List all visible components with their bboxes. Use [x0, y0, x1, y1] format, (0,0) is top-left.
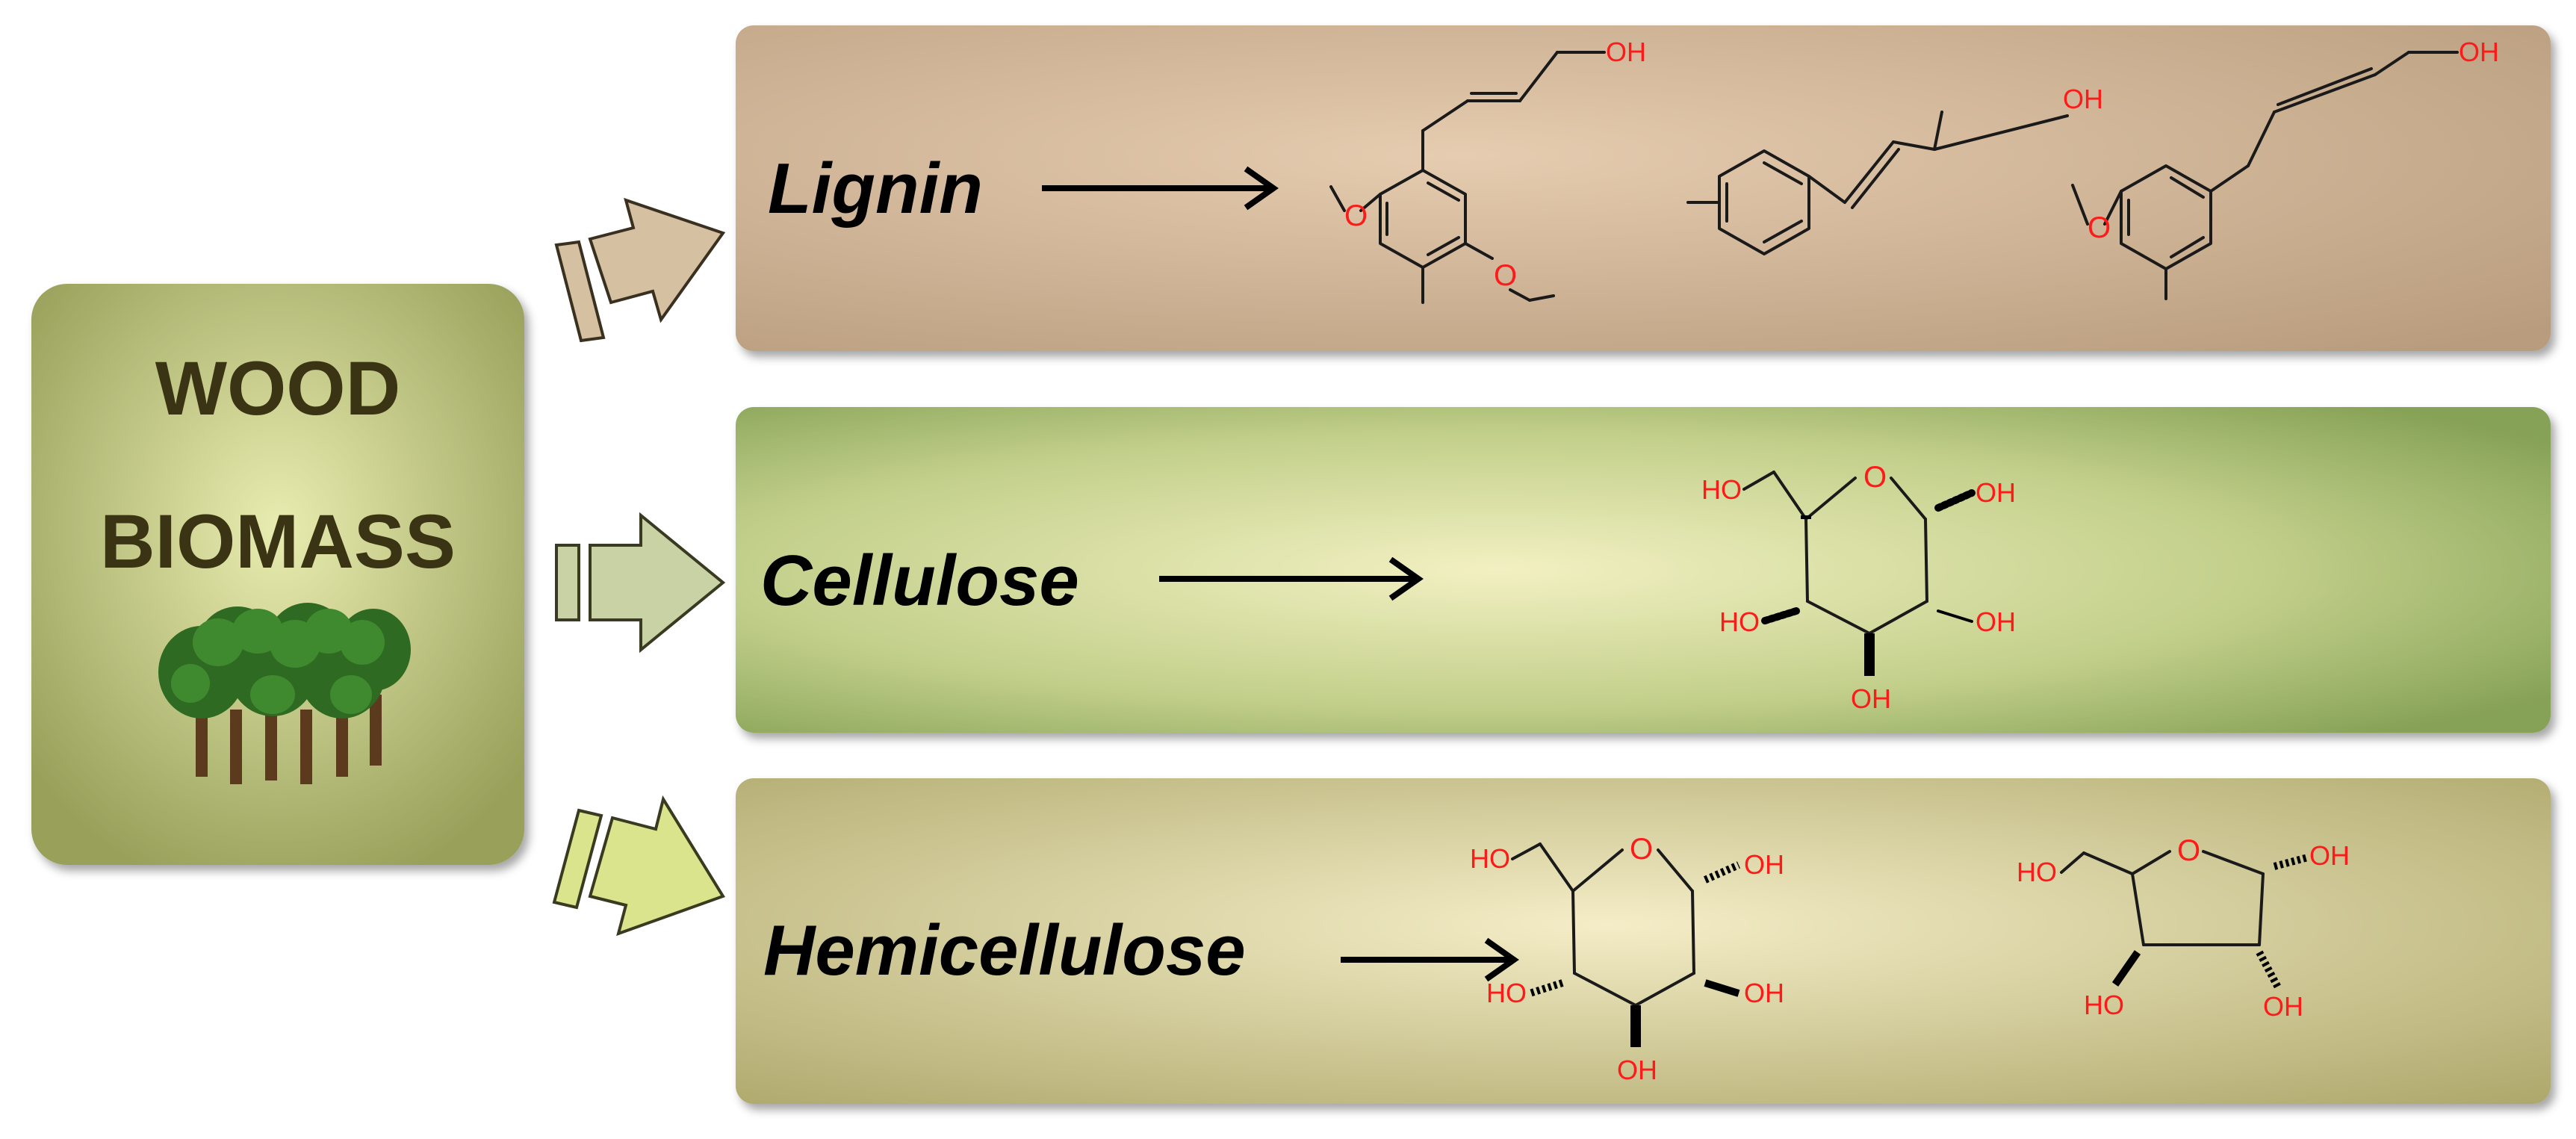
arrow-to-lignin [554, 197, 726, 343]
atom-label: HO [2017, 857, 2057, 887]
atom-label: O [2177, 834, 2200, 867]
atom-label: O [2088, 211, 2111, 244]
atom-label: HO [1486, 978, 1527, 1008]
arrow-to-hemicellulose [552, 795, 725, 937]
cellulose-label: Cellulose [760, 541, 1079, 621]
cellulose-arrow [1159, 556, 1424, 601]
atom-label: OH [1744, 849, 1784, 880]
hemicellulose-label: Hemicellulose [763, 910, 1246, 990]
atom-label: O [1630, 833, 1653, 866]
hemicellulose-arrow [1341, 937, 1519, 982]
atom-label: HO [1701, 474, 1742, 505]
wood-label: WOOD [155, 346, 401, 431]
lignin-panel [736, 25, 2551, 351]
atom-label: O [1344, 199, 1368, 232]
arrow-to-cellulose [555, 512, 726, 654]
hemicellulose-furanose-structure: O OH HO HO OH [2017, 834, 2350, 1022]
lignin-label: Lignin [768, 149, 983, 229]
atom-label: OH [2263, 991, 2303, 1022]
atom-label: OH [1744, 978, 1784, 1008]
atom-label: OH [2063, 84, 2103, 114]
atom-label: OH [1606, 37, 1646, 67]
cellulose-glucose-structure: O OH OH HO HO OH [1701, 461, 2016, 714]
wood-biomass-box: WOOD BIOMASS [31, 284, 524, 865]
atom-label: OH [2459, 37, 2499, 67]
atom-label: OH [2309, 840, 2350, 871]
atom-label: OH [1976, 606, 2016, 637]
atom-label: O [1494, 259, 1517, 292]
forest-icon [158, 603, 411, 784]
atom-label: O [1863, 461, 1887, 494]
atom-label: OH [1976, 477, 2016, 508]
atom-label: OH [1617, 1055, 1657, 1085]
p-coumaryl-alcohol-structure: OH [1686, 84, 2103, 255]
atom-label: HO [2084, 990, 2124, 1020]
hemicellulose-pyranose-structure: O OH OH HO HO OH [1470, 833, 1784, 1085]
atom-label: OH [1851, 683, 1891, 714]
coniferyl-alcohol-structure: O OH [2071, 37, 2499, 300]
atom-label: HO [1470, 843, 1510, 874]
atom-label: HO [1719, 606, 1760, 637]
biomass-label: BIOMASS [100, 499, 456, 584]
sinapyl-alcohol-structure: O O OH [1329, 37, 1646, 304]
lignin-arrow [1042, 166, 1279, 211]
cellulose-panel [736, 407, 2551, 733]
